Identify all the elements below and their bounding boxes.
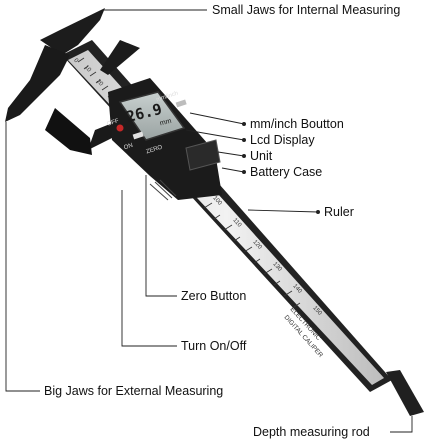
label-zero-button: Zero Button xyxy=(181,289,246,303)
label-ruler: Ruler xyxy=(324,205,354,219)
lcd-unit: mm xyxy=(158,115,173,131)
label-unit: Unit xyxy=(250,149,272,163)
label-depth-rod: Depth measuring rod xyxy=(253,425,370,439)
label-lcd-display: Lcd Display xyxy=(250,133,315,147)
label-turn-on-off: Turn On/Off xyxy=(181,339,246,353)
label-mm-inch-button: mm/inch Boutton xyxy=(250,117,344,131)
label-small-jaws: Small Jaws for Internal Measuring xyxy=(212,3,400,17)
label-battery-case: Battery Case xyxy=(250,165,322,179)
depth-rod xyxy=(386,370,424,416)
label-big-jaws: Big Jaws for External Measuring xyxy=(44,384,223,398)
